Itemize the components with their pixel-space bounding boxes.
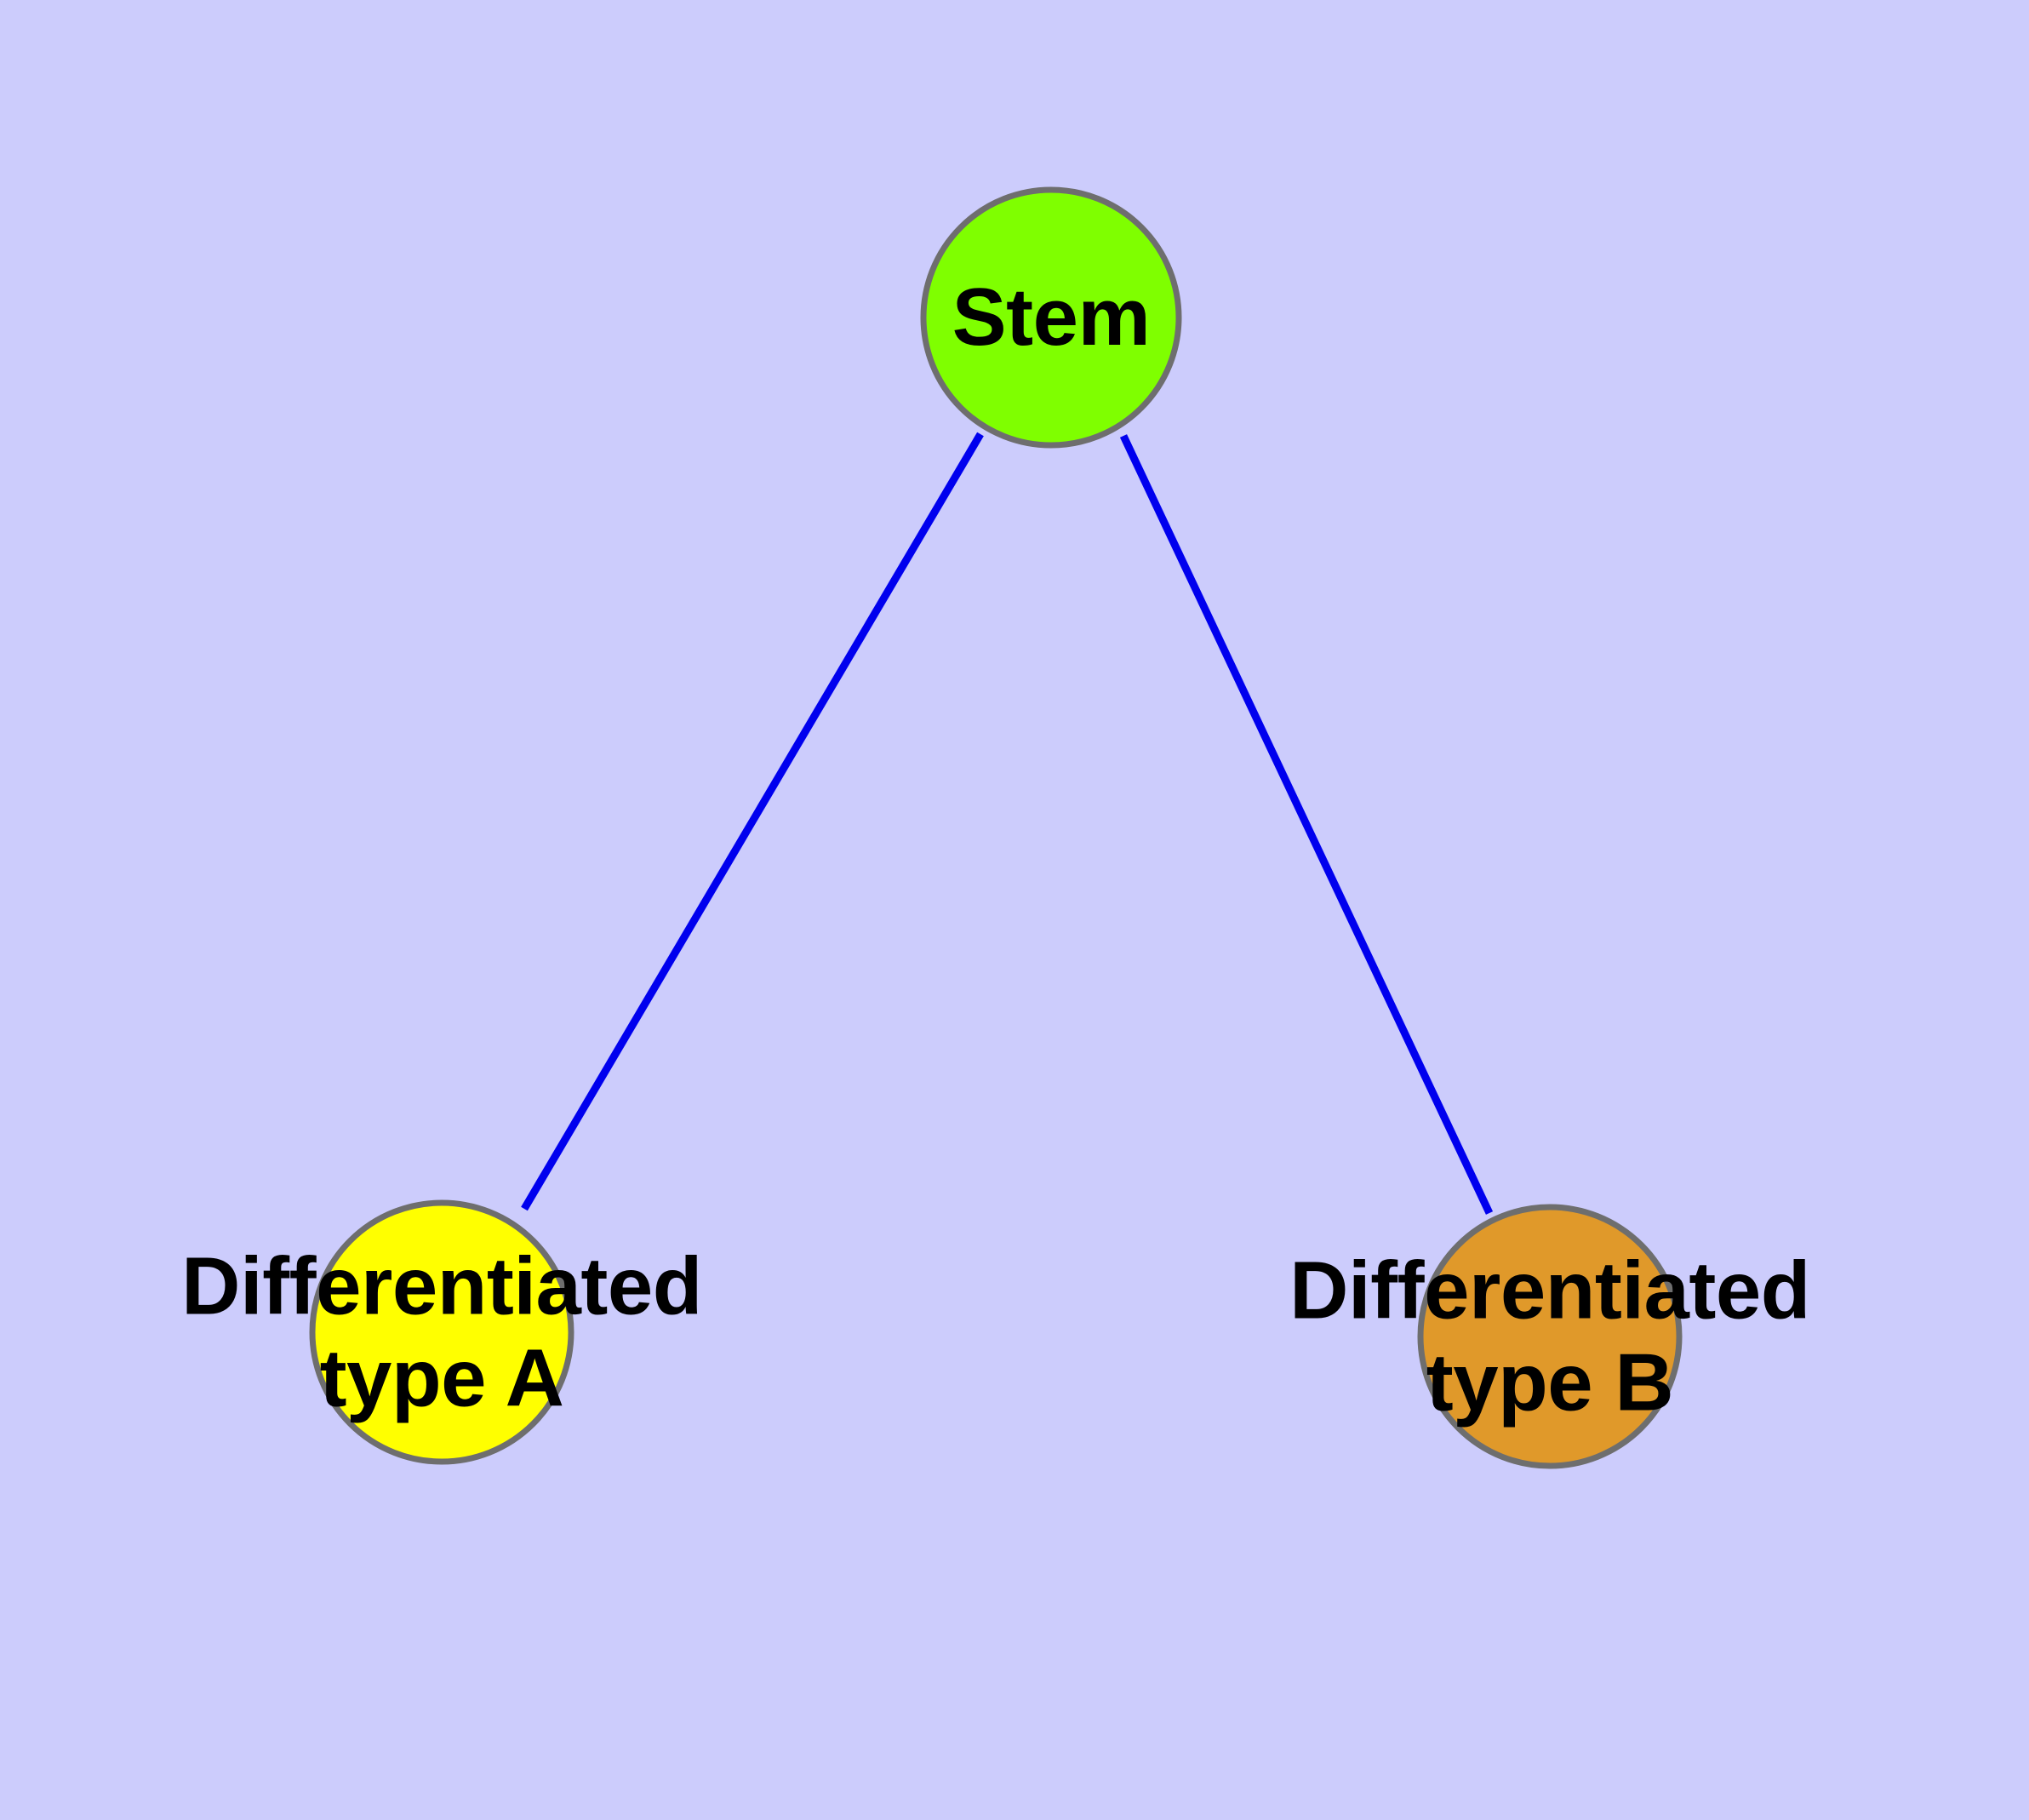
edges-layer: [521, 432, 1494, 1215]
edge-stem-to-differentiated-type-a[interactable]: [521, 432, 984, 1211]
edge-stem-to-differentiated-type-b[interactable]: [1119, 434, 1494, 1215]
node-differentiated-type-b[interactable]: [1417, 1204, 1683, 1469]
node-stem[interactable]: [920, 186, 1182, 449]
node-differentiated-type-a[interactable]: [309, 1199, 574, 1465]
nodes-layer: [309, 186, 1683, 1469]
